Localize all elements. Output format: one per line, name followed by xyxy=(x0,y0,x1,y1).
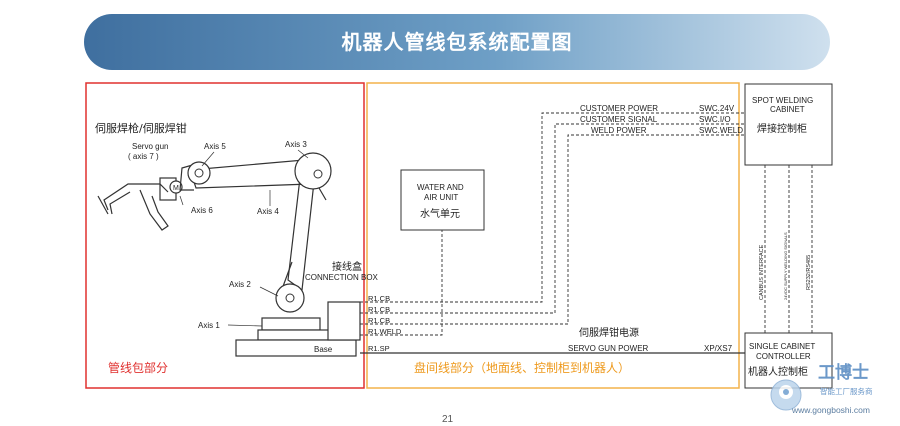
controller-en-1: SINGLE CABINET xyxy=(749,342,815,351)
title-banner: 机器人管线包系统配置图 xyxy=(84,14,830,70)
axis2-label: Axis 2 xyxy=(229,280,251,289)
joint-axis5 xyxy=(187,161,211,185)
spot-cabinet-en-2: CABINET xyxy=(770,105,805,114)
motor-icon xyxy=(169,180,183,194)
welding-signals-label: 24VDC SUPPLY WELDING SIGNALS xyxy=(783,232,788,300)
robot-controller-box xyxy=(744,332,833,389)
pipeline-section-label: 管线包部分 xyxy=(108,360,168,375)
axis6-label: Axis 6 xyxy=(191,206,213,215)
servo-gun-axis-label: ( axis 7 ) xyxy=(128,152,159,161)
servo-gun-title: 伺服焊枪/伺服焊钳 xyxy=(95,121,187,135)
robot-base-drawing xyxy=(235,301,361,357)
page-title: 机器人管线包系统配置图 xyxy=(341,30,573,54)
cable-section-frame xyxy=(366,82,740,389)
watermark-tagline: 智能工厂服务商 xyxy=(820,386,873,396)
port-label: R1.CB xyxy=(368,316,390,325)
signal-label: CUSTOMER POWER xyxy=(580,104,658,113)
connection-box-cn: 接线盒 xyxy=(332,260,362,273)
pipeline-section-frame xyxy=(85,82,365,389)
spot-welding-cabinet-box xyxy=(744,83,833,166)
page-number: 21 xyxy=(442,414,454,425)
port-label: R1.SP xyxy=(368,344,390,353)
water-unit-en-1: WATER AND xyxy=(417,183,464,192)
port-label: R1.CB xyxy=(368,305,390,314)
servo-gun-drawing xyxy=(97,177,177,231)
joint-axis2 xyxy=(275,283,305,313)
port-label: R1.CB xyxy=(368,294,390,303)
axis5-label: Axis 5 xyxy=(204,142,226,151)
signal-port-label: SWC.I/O xyxy=(699,115,731,124)
port-label: R1.WELD xyxy=(368,327,402,336)
signal-label: CUSTOMER SIGNAL xyxy=(580,115,658,124)
servo-gun-label: Servo gun xyxy=(132,142,168,151)
cable-lines xyxy=(360,112,813,336)
signal-label: WELD POWER xyxy=(591,126,647,135)
servo-power-port: XP/XS7 xyxy=(704,344,733,353)
rs232-label: RS232/RS485 xyxy=(806,255,812,290)
connection-box-en: CONNECTION BOX xyxy=(305,273,379,282)
watermark-url: www.gongboshi.com xyxy=(791,405,870,415)
servo-power-cn: 伺服焊钳电源 xyxy=(579,326,639,339)
cable-section-label: 盘间线部分（地面线、控制柜到机器人） xyxy=(414,360,630,375)
axis4-label: Axis 4 xyxy=(257,207,279,216)
canbus-label: CANBUS INTERFACE xyxy=(759,244,765,300)
signal-port-label: SWC.24V xyxy=(699,104,735,113)
controller-en-2: CONTROLLER xyxy=(756,352,811,361)
watermark-name: 工博士 xyxy=(818,362,869,383)
water-air-unit-box xyxy=(400,169,485,231)
base-label: Base xyxy=(314,345,333,354)
spot-cabinet-cn: 焊接控制柜 xyxy=(757,122,807,135)
motor-label: M xyxy=(173,185,179,192)
spot-cabinet-en-1: SPOT WELDING xyxy=(752,96,813,105)
controller-cn: 机器人控制柜 xyxy=(748,365,808,378)
water-unit-cn: 水气单元 xyxy=(420,207,460,220)
water-unit-en-2: AIR UNIT xyxy=(424,193,458,202)
signal-port-label: SWC.WELD xyxy=(699,126,743,135)
joint-axis3 xyxy=(294,152,332,190)
axis1-label: Axis 1 xyxy=(198,321,220,330)
axis3-label: Axis 3 xyxy=(285,140,307,149)
watermark-logo xyxy=(770,379,802,411)
servo-power-en: SERVO GUN POWER xyxy=(568,344,649,353)
